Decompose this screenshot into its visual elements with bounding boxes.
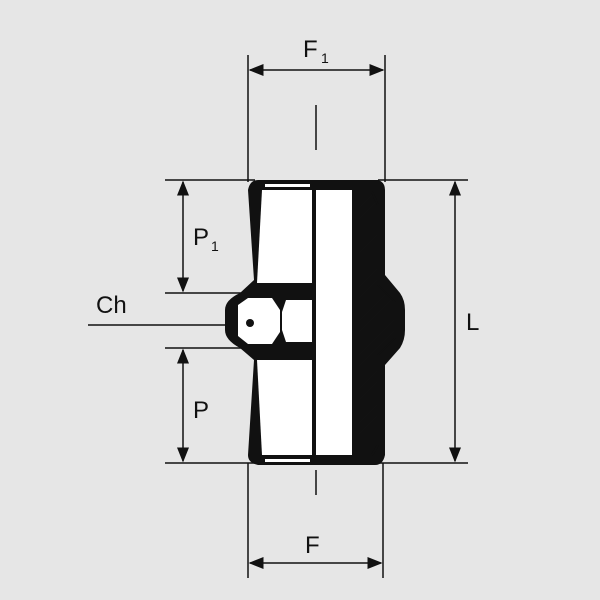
label-p1: P <box>193 224 209 251</box>
label-f1-sub: 1 <box>321 50 329 66</box>
label-f: F <box>305 532 320 559</box>
label-l: L <box>466 309 479 336</box>
fitting-part <box>225 180 405 465</box>
label-f1: F <box>303 36 318 63</box>
label-p: P <box>193 397 209 424</box>
extension-lines <box>165 55 468 578</box>
label-ch: Ch <box>96 292 127 319</box>
label-p1-sub: 1 <box>211 238 219 254</box>
hex-center-dot <box>246 319 254 327</box>
dimension-lines <box>88 64 461 569</box>
